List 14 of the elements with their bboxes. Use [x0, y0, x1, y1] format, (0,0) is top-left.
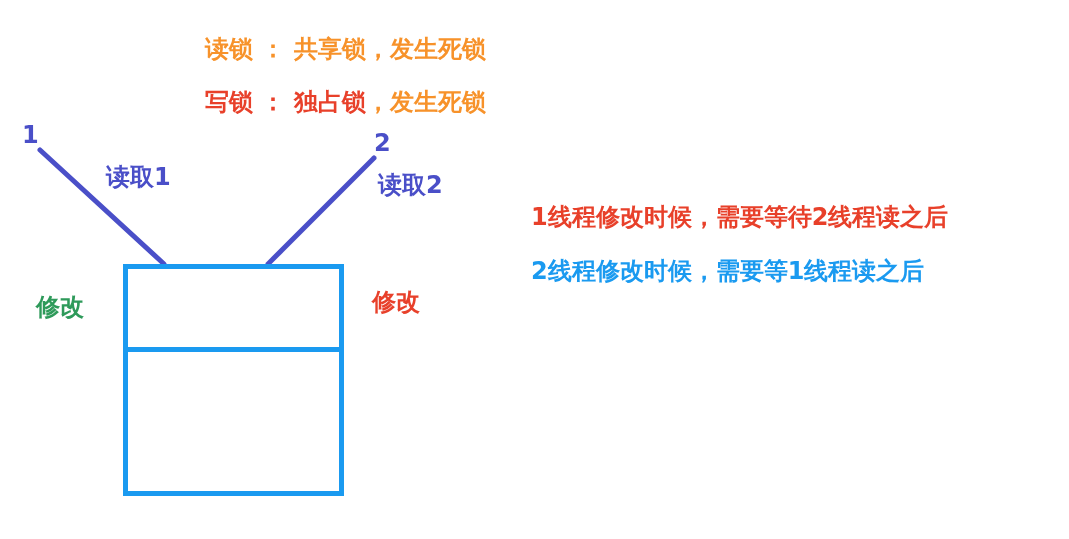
storage-box — [123, 264, 344, 496]
note-text: 2线程修改时候，需要等1线程读之后 — [531, 256, 925, 286]
legend-note: ，发生死锁 — [366, 87, 486, 117]
number-label: 2 — [374, 128, 392, 158]
edge-label: 读取1 — [106, 162, 171, 192]
legend-note: 写锁 ： 独占锁 — [205, 87, 366, 117]
connector-line — [37, 147, 167, 267]
note-text: 1线程修改时候，需要等待2线程读之后 — [531, 202, 949, 232]
number-label: 1 — [22, 120, 40, 150]
connector-line — [265, 155, 377, 267]
legend-note: 读锁 ： 共享锁，发生死锁 — [205, 34, 486, 64]
side-label: 修改 — [36, 292, 84, 322]
side-label: 修改 — [372, 287, 420, 317]
edge-label: 读取2 — [378, 170, 443, 200]
